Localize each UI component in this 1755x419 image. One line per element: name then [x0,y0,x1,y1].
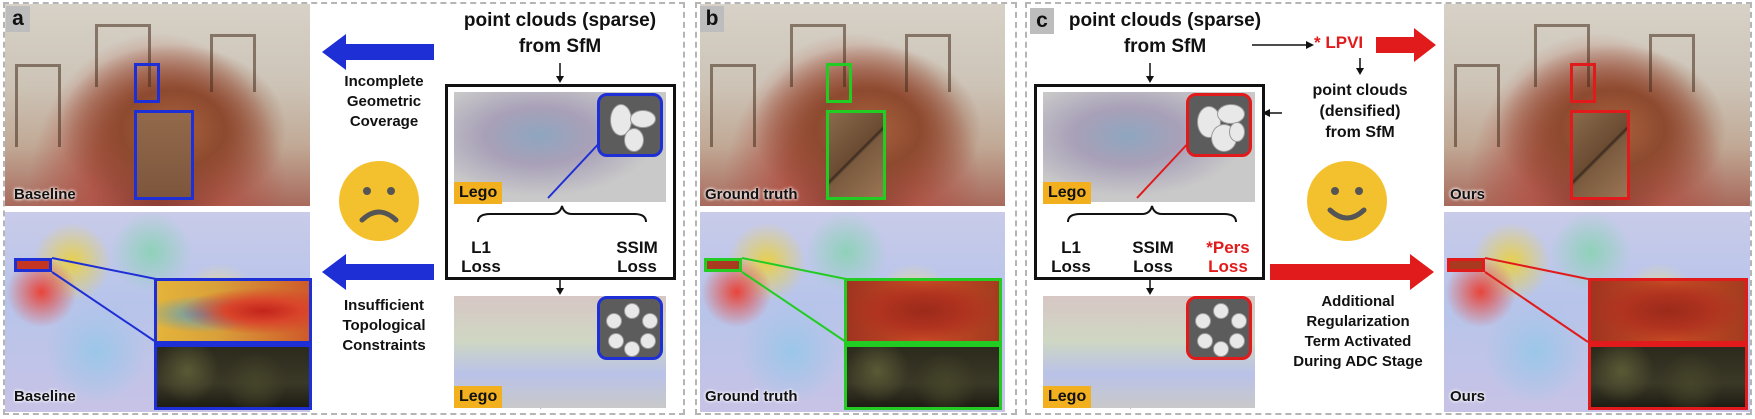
panel-a [3,2,685,415]
left-gaussian-ring-icon [597,296,663,360]
left-gaussian-ellipse-icon [597,93,663,157]
lpvi-label: * LPVI [1314,33,1364,52]
panel-letter-c: c [1030,8,1054,34]
ours-zoom-inset [1570,110,1630,200]
panel-letter-b: b [700,6,724,32]
ours-heatmap-inset [1588,278,1748,344]
ours-heatmap-source-box [1447,258,1485,272]
right-lego-tag-top: Lego [1043,182,1092,204]
left-ssim-loss: SSIM Loss [616,238,658,276]
gt-zoom-inset [826,110,886,200]
right-lego-tag-bottom: Lego [1043,386,1092,408]
gt-zoom-source-box [826,63,852,103]
regularization-text: Additional Regularization Term Activated… [1293,293,1423,370]
ours-zoom-lines [1484,257,1589,343]
right-l1-loss: L1 Loss [1051,238,1091,276]
left-loss-brace [477,205,647,223]
left-pipeline-arrows [556,63,564,295]
gt-zoom-lines [741,257,847,343]
baseline-label-bottom: Baseline [14,388,76,405]
panel-c [1025,2,1752,415]
left-lego-tag-top: Lego [454,182,503,204]
baseline-zoom-lines [51,257,157,343]
gt-heatmap-inset [844,278,1002,344]
ground-truth-label-bottom: Ground truth [705,388,798,405]
lpvi-arrow-right-icon [1376,28,1436,62]
gt-heatmap-source-box [704,258,742,272]
happy-face-icon [1307,161,1387,241]
baseline-heatmap-inset [154,278,312,344]
baseline-photo-inset [154,344,312,410]
sad-face-icon [339,161,419,241]
ours-render-image [1444,4,1750,206]
left-pipeline-title: point clouds (sparse) from SfM [463,10,657,57]
insufficient-constraints-text: Insufficient Topological Constraints [342,297,426,354]
arrow-left-bottom-icon [322,254,434,290]
panel-b [695,2,1017,415]
ours-label-top: Ours [1450,186,1486,203]
ours-zoom-source-box [1570,63,1596,103]
gt-photo-inset [844,344,1002,410]
left-lego-tag-bottom: Lego [454,386,503,408]
right-ssim-loss: SSIM Loss [1132,238,1174,276]
ours-photo-inset [1588,344,1748,410]
ground-truth-render-image [700,4,1005,206]
densified-pointcloud-text: point clouds (densified) from SfM [1312,82,1408,141]
left-l1-loss: L1 Loss [461,238,501,276]
right-pipeline-title: point clouds (sparse) from SfM [1068,10,1262,57]
baseline-label-top: Baseline [14,186,76,203]
ground-truth-label-top: Ground truth [705,186,798,203]
incomplete-coverage-text: Incomplete Geometric Coverage [344,73,424,130]
baseline-zoom-inset [134,110,194,200]
baseline-heatmap-source-box [14,258,52,272]
panel-letter-a: a [6,6,30,32]
arrow-left-top-icon [322,34,434,70]
right-gaussian-ring-icon [1186,296,1252,360]
baseline-zoom-source-box [134,63,160,103]
ours-label-bottom: Ours [1450,388,1486,405]
right-pers-loss: *Pers Loss [1206,238,1250,276]
regularization-arrow-right-icon [1270,254,1434,290]
right-gaussian-ellipse-icon [1186,93,1252,157]
